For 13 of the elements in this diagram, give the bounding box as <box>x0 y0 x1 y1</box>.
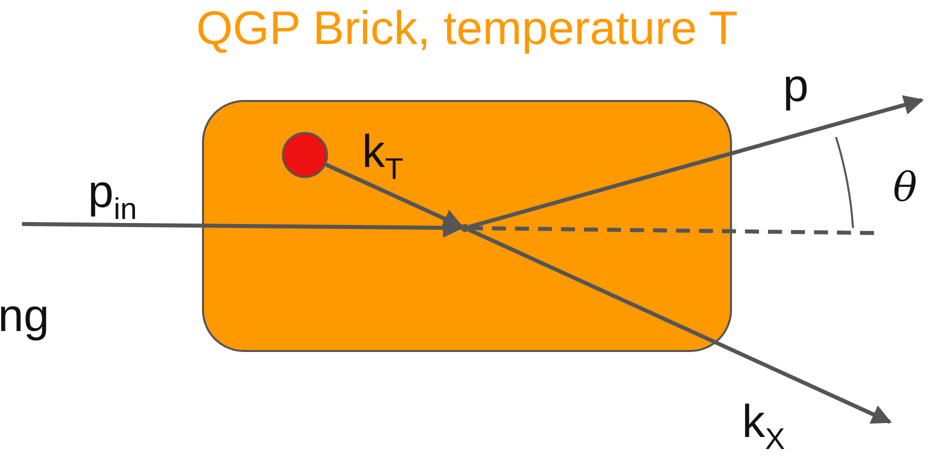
edge-label: k$_{T}$ <box>362 128 404 185</box>
title: QGP Brick, temperature T <box>195 2 739 54</box>
arrow <box>468 95 924 229</box>
particle-dot <box>282 132 328 178</box>
arrow <box>325 162 464 228</box>
edge-label: p <box>783 62 809 108</box>
angle-label: θ <box>893 168 918 208</box>
dashed-line <box>468 226 876 235</box>
edge-label: k$_{X}$ <box>742 398 786 455</box>
text-fragment: ng <box>0 292 50 338</box>
arrow <box>22 218 463 238</box>
edge-label: p$_{in}$ <box>88 168 137 225</box>
arrow <box>468 228 892 424</box>
